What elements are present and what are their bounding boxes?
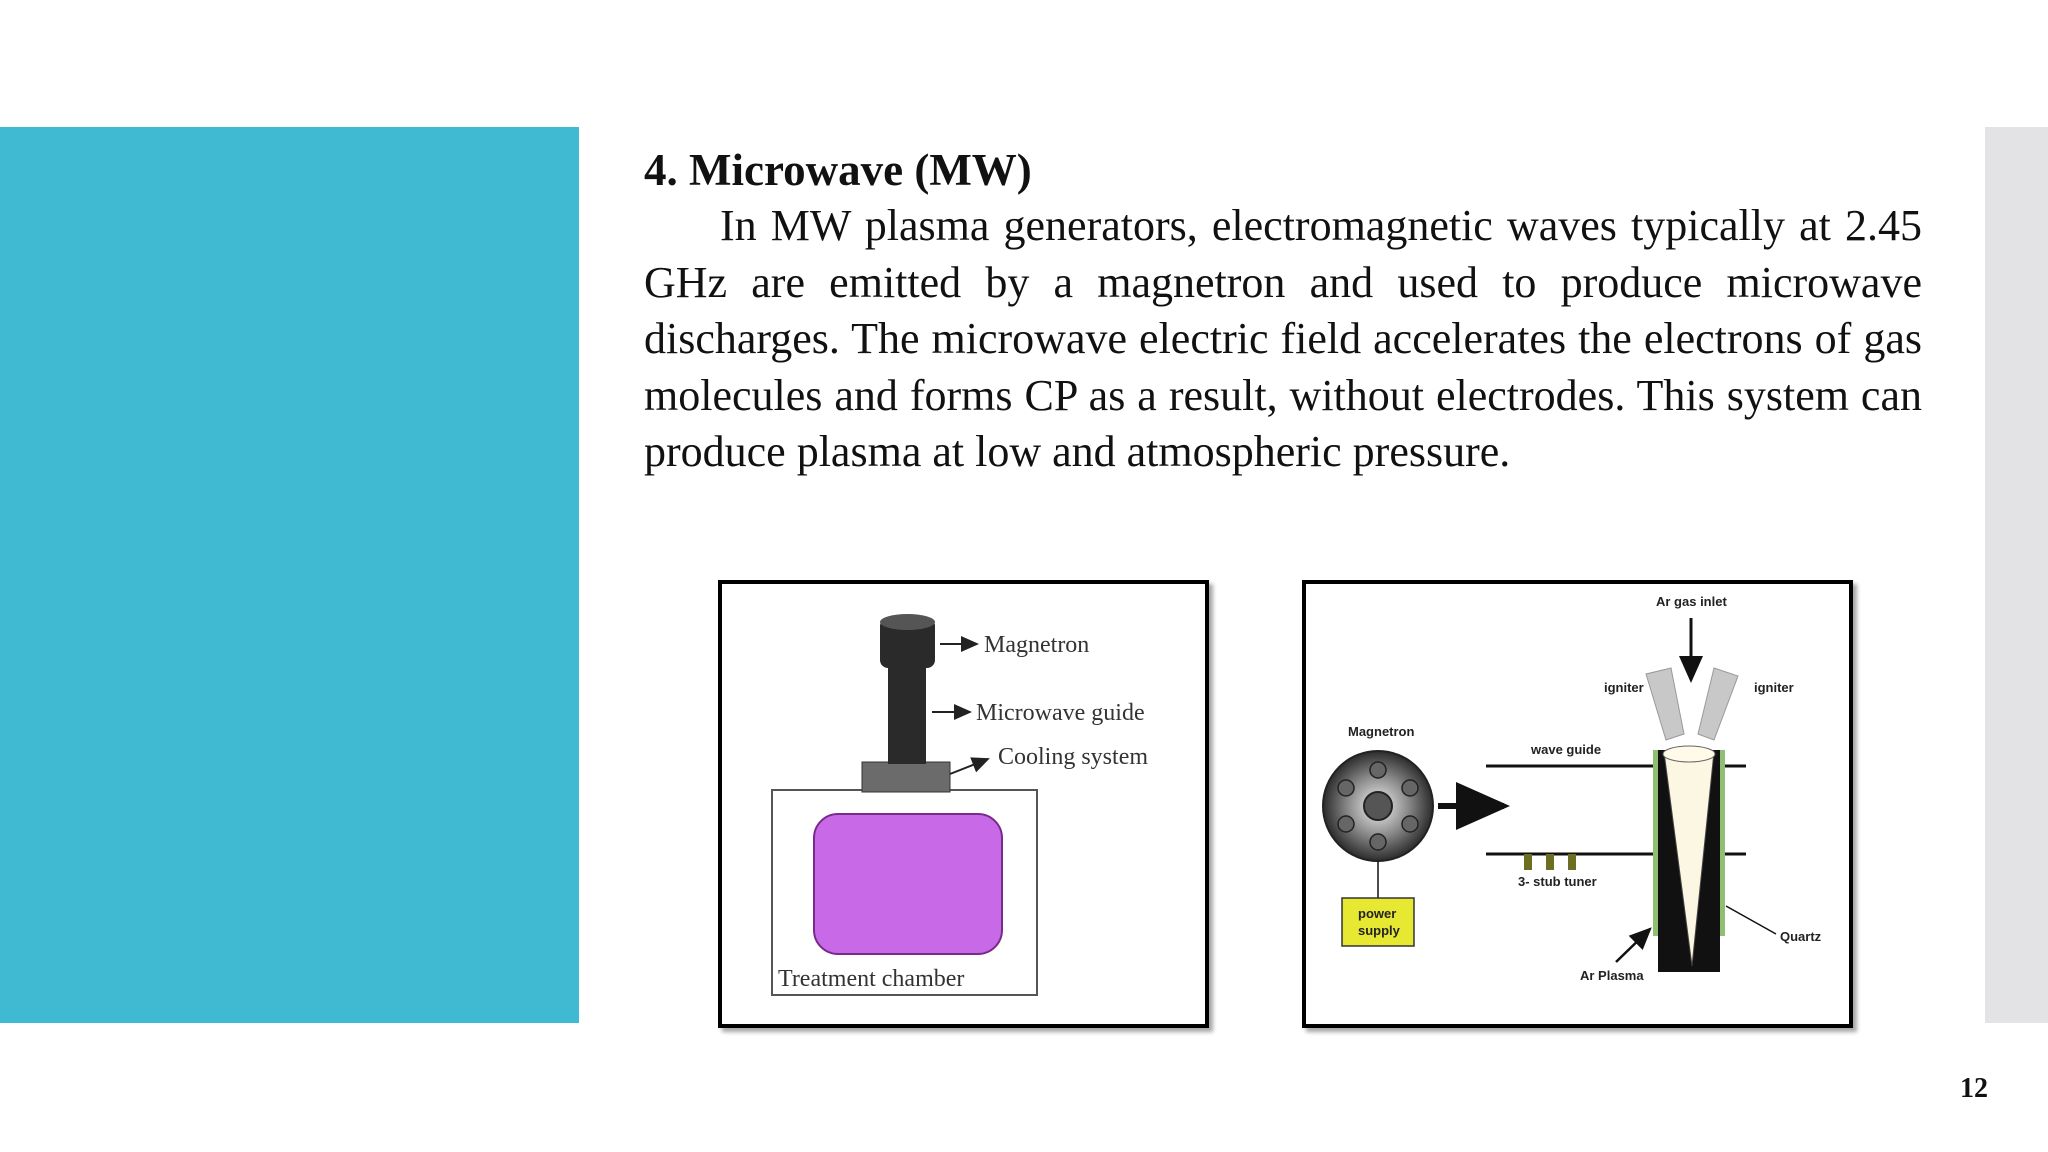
slide-heading: 4. Microwave (MW) bbox=[644, 145, 1032, 195]
label-magnetron: Magnetron bbox=[984, 632, 1089, 658]
figure-microwave-system-drawing: Magnetron Microwave guide Cooling system… bbox=[771, 614, 1148, 996]
slide-paragraph: In MW plasma generators, electromagnetic… bbox=[644, 201, 1922, 476]
label-power: power bbox=[1358, 906, 1396, 921]
slide-content: 4. Microwave (MW) In MW plasma generator… bbox=[644, 142, 1922, 481]
cooling-system-pointer bbox=[949, 757, 990, 775]
label-igniter-right: igniter bbox=[1754, 680, 1794, 695]
cooling-system-block bbox=[861, 761, 951, 793]
quartz-right bbox=[1720, 750, 1725, 936]
label-igniter-left: igniter bbox=[1604, 680, 1644, 695]
igniter-right bbox=[1697, 667, 1739, 741]
label-quartz: Quartz bbox=[1780, 929, 1822, 944]
magnetron-core bbox=[1363, 791, 1393, 821]
label-supply: supply bbox=[1358, 923, 1401, 938]
label-treatment-chamber: Treatment chamber bbox=[778, 966, 964, 992]
figure-ar-plasma-torch-drawing: Ar gas inlet igniter igniter wave guide … bbox=[1322, 594, 1822, 983]
label-magnetron-right: Magnetron bbox=[1348, 724, 1415, 739]
stub-tuner-1 bbox=[1524, 854, 1532, 870]
ar-plasma-arrow bbox=[1615, 927, 1652, 963]
plasma-region bbox=[813, 813, 1003, 955]
power-supply-box bbox=[1341, 897, 1415, 947]
decorative-gray-strip bbox=[1985, 127, 2048, 1023]
plasma-mouth bbox=[1662, 745, 1716, 763]
figure-microwave-system: Magnetron Microwave guide Cooling system… bbox=[718, 580, 1209, 1028]
label-ar-gas-inlet: Ar gas inlet bbox=[1656, 594, 1727, 609]
figure-ar-plasma-torch: Ar gas inlet igniter igniter wave guide … bbox=[1302, 580, 1853, 1028]
igniter-left bbox=[1645, 667, 1685, 741]
microwave-guide-column bbox=[888, 649, 926, 764]
stub-tuner-2 bbox=[1546, 854, 1554, 870]
label-stub-tuner: 3- stub tuner bbox=[1518, 874, 1597, 889]
page-number: 12 bbox=[1960, 1073, 1988, 1104]
label-cooling-system: Cooling system bbox=[998, 744, 1148, 770]
magnetron-cylinder bbox=[880, 618, 935, 668]
quartz-left bbox=[1653, 750, 1658, 936]
label-ar-plasma: Ar Plasma bbox=[1580, 968, 1644, 983]
decorative-blue-panel bbox=[0, 127, 579, 1023]
label-microwave-guide: Microwave guide bbox=[976, 700, 1145, 726]
stub-tuner-3 bbox=[1568, 854, 1576, 870]
quartz-pointer bbox=[1725, 905, 1777, 935]
magnetron-top bbox=[880, 614, 935, 630]
label-wave-guide: wave guide bbox=[1530, 742, 1601, 757]
